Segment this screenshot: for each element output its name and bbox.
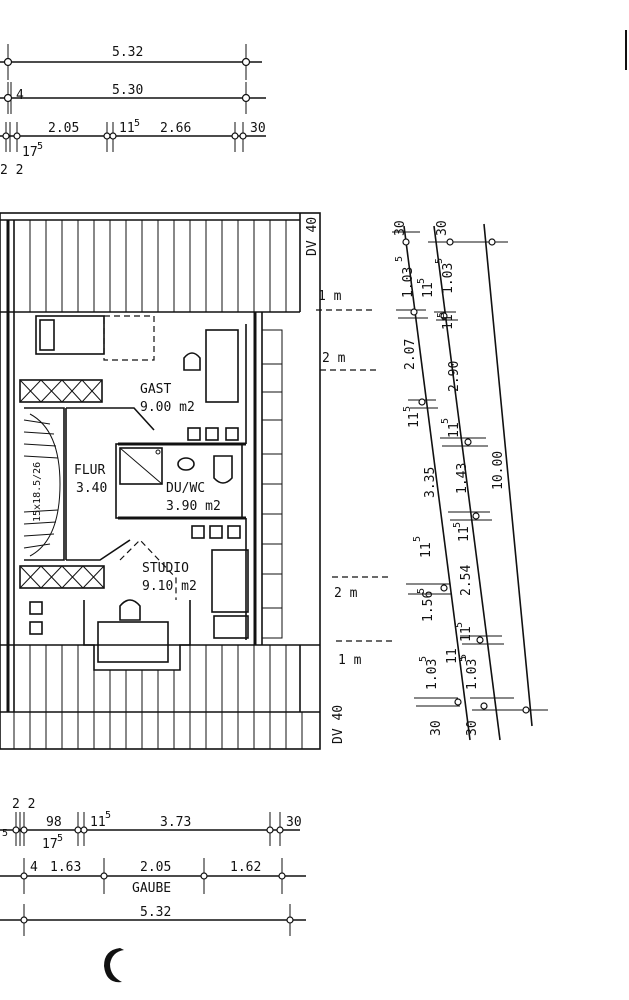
bottom-205: 2.05 (140, 860, 171, 875)
top-dim-530: 5.30 (112, 83, 143, 98)
b-103-bot: 1.03 (465, 659, 480, 690)
b-115-2: 11 (441, 314, 456, 330)
room-labels: GAST 9.00 m2 FLUR 3.40 DU/WC 3.90 m2 STU… (32, 382, 221, 594)
top-dim-266: 2.66 (160, 121, 191, 136)
bottom-dimension-lines: 2 2 5 98 11 5 3.73 30 17 5 4 1.63 2.05 (0, 797, 306, 936)
b-115-3: 11 (447, 422, 462, 438)
b-115-3-sup: 5 (440, 418, 451, 424)
top-dim-115-sup: 5 (134, 118, 140, 129)
b-103-bot-sup: 5 (458, 656, 469, 662)
a-103-bot-sup: 5 (418, 656, 429, 662)
chair-gast (183, 352, 201, 371)
b-115-1: 11 (421, 282, 436, 298)
top-dim-4: 4 (16, 88, 24, 103)
b-115-6-sup: 5 (458, 654, 469, 660)
room-gast-name: GAST (140, 382, 171, 397)
a-103-top: 1.03 (401, 267, 416, 298)
bottom-4: 4 (30, 860, 38, 875)
scan-mark (104, 948, 124, 983)
bottom-163: 1.63 (50, 860, 81, 875)
a-207: 2.07 (403, 339, 418, 370)
bottom-30: 30 (286, 815, 302, 830)
bottom-gaube: GAUBE (132, 881, 171, 896)
room-duwc-area: 3.90 m2 (166, 499, 221, 514)
bottom-162: 1.62 (230, 860, 261, 875)
bed-top (35, 315, 105, 355)
bottom-98: 98 (46, 815, 62, 830)
bottom-r1-left-sup: 5 (2, 828, 8, 839)
staircase (23, 407, 65, 561)
a-335: 3.35 (423, 467, 438, 498)
a-115-2: 11 (419, 542, 434, 558)
b-143: 1.43 (455, 463, 470, 494)
top-dim-115: 11 (119, 121, 135, 136)
a-156: 1.56 (421, 591, 436, 622)
height-2m-bottom: 2 m (334, 586, 358, 601)
interior-walls (19, 315, 249, 671)
dv-bottom-label: DV 40 (331, 705, 346, 744)
a-103-bot: 1.03 (425, 659, 440, 690)
room-flur-area: 3.40 (76, 481, 107, 496)
room-flur-name: FLUR (74, 463, 105, 478)
right-dimension-chains: 30 1.03 5 2.07 11 5 3.35 11 5 1.56 5 1.0… (392, 220, 548, 741)
top-dimension-lines: 5.32 4 5.30 2.05 11 5 2.66 30 17 5 2 2 (0, 44, 266, 178)
desk-gast (205, 329, 239, 403)
top-dim-532: 5.32 (112, 45, 143, 60)
chair-studio (119, 599, 141, 621)
b-30-bot: 30 (465, 720, 480, 736)
a-30-bot: 30 (429, 720, 444, 736)
b-115-4-sup: 5 (452, 522, 463, 528)
roof-outline (0, 212, 321, 750)
top-dim-175-sup: 5 (37, 141, 43, 152)
height-1m-bottom: 1 m (338, 653, 362, 668)
b-103-top-sup: 5 (434, 258, 445, 264)
wash-basin (177, 457, 195, 471)
wc-icon (213, 455, 233, 484)
bed-studio (211, 549, 249, 613)
desk-studio (97, 621, 169, 663)
height-markers: DV 40 DV 40 1 m 2 m 2 m 1 m (305, 217, 392, 744)
bottom-175: 17 (42, 837, 58, 852)
c-total: 10.00 (491, 451, 506, 490)
b-290: 2.90 (447, 361, 462, 392)
bottom-115-sup: 5 (105, 810, 111, 821)
top-dim-205: 2.05 (48, 121, 79, 136)
top-dim-30: 30 (250, 121, 266, 136)
a-103-top-sup: 5 (394, 256, 405, 262)
b-254: 2.54 (459, 565, 474, 596)
a-30-top: 30 (393, 220, 408, 236)
stair-label: 15x18.5/26 (32, 462, 43, 522)
room-duwc-name: DU/WC (166, 481, 205, 496)
room-gast-area: 9.00 m2 (140, 400, 195, 415)
b-115-2-sup: 5 (436, 312, 447, 318)
height-2m-top: 2 m (322, 351, 346, 366)
bottom-373: 3.73 (160, 815, 191, 830)
shower-tray (119, 447, 163, 485)
a-156-sup: 5 (416, 588, 427, 594)
b-115-5-sup: 5 (454, 622, 465, 628)
bottom-115: 11 (90, 815, 106, 830)
top-dim-175: 17 (22, 145, 38, 160)
room-studio-name: STUDIO (142, 561, 189, 576)
b-115-1-sup: 5 (416, 278, 427, 284)
a-115-2-sup: 5 (412, 536, 423, 542)
b-30-top: 30 (435, 220, 450, 236)
a-115-1: 11 (407, 412, 422, 428)
top-dim-22: 2 2 (0, 163, 23, 178)
b-103-top: 1.03 (441, 263, 456, 294)
a-115-1-sup: 5 (402, 406, 413, 412)
bottom-175-sup: 5 (57, 833, 63, 844)
room-studio-area: 9.10 m2 (142, 579, 197, 594)
height-1m-top: 1 m (318, 289, 342, 304)
bottom-532: 5.32 (140, 905, 171, 920)
b-115-4: 11 (457, 526, 472, 542)
b-115-5: 11 (459, 626, 474, 642)
bottom-22: 2 2 (12, 797, 35, 812)
b-115-6: 11 (445, 648, 460, 664)
dv-top-label: DV 40 (305, 217, 320, 256)
